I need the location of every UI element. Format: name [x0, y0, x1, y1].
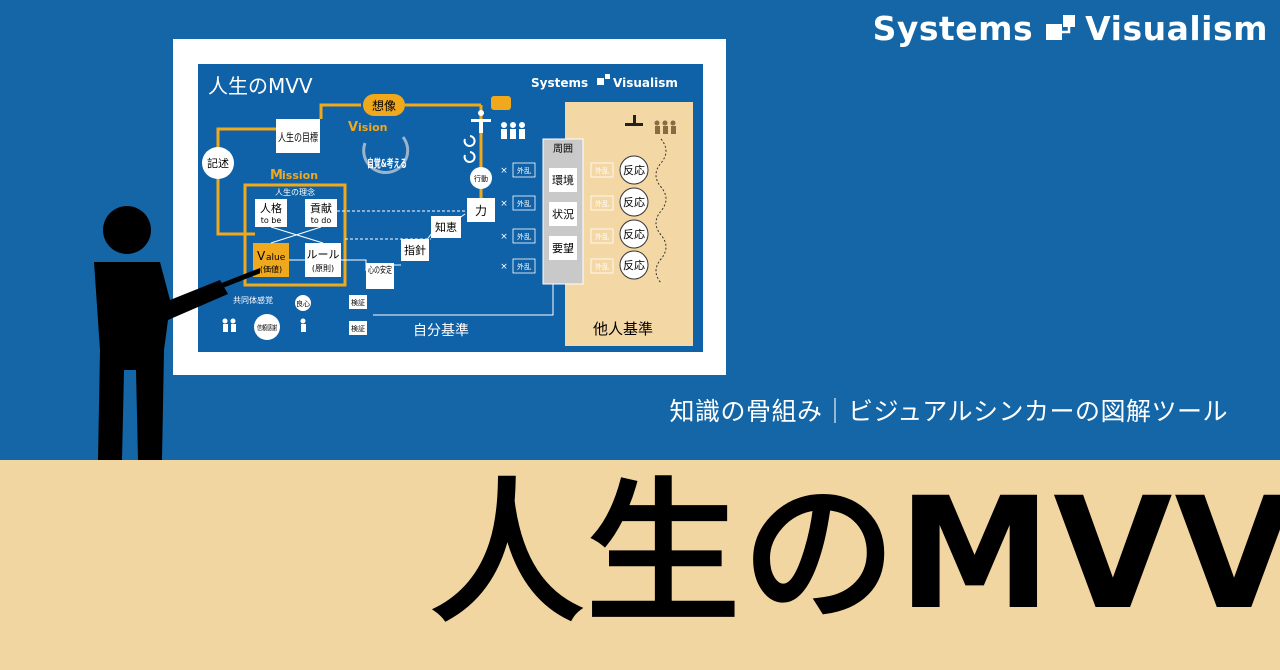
shishin-label: 指針: [404, 243, 426, 257]
chikara-label: 力: [475, 204, 487, 218]
svg-text:外乱: 外乱: [517, 199, 531, 208]
youbou-box: [549, 236, 577, 260]
x-marks: × × × ×: [500, 166, 508, 272]
mvv-diagram: 人生のMVV Systems Visualism 他人基準 想像 V ision…: [198, 64, 703, 352]
kouken-box: [305, 199, 337, 227]
diagram-brand-logo-icon: [597, 74, 610, 85]
cycle-icon: [463, 135, 476, 163]
life-goal-box: [276, 119, 320, 153]
people-group-icon: [501, 122, 525, 139]
kenshou-box-1: [349, 295, 367, 309]
jikaku-label: 自覚&考える: [367, 156, 407, 170]
svg-text:外乱: 外乱: [517, 232, 531, 241]
diagram-brand-left: Systems: [531, 76, 588, 90]
subtitle: 知識の骨組み｜ビジュアルシンカーの図解ツール: [669, 397, 1228, 426]
shishin-box: [401, 239, 429, 261]
svg-text:×: ×: [500, 199, 508, 209]
kenshou-label-1: 検証: [351, 298, 365, 307]
shuui-label: 周囲: [553, 143, 573, 155]
gensoku-label: (原則): [312, 264, 334, 273]
figure-right-icon: [625, 115, 643, 126]
wave-line: [655, 138, 667, 284]
svg-text:×: ×: [500, 262, 508, 272]
to-do-label: to do: [311, 216, 332, 225]
brand-text-left: Systems: [872, 8, 1034, 48]
svg-text:反応: 反応: [623, 227, 645, 241]
life-goal-label: 人生の目標: [278, 130, 318, 144]
rule-box: [305, 243, 341, 277]
svg-text:×: ×: [500, 232, 508, 242]
presenter-silhouette-icon: [94, 206, 260, 460]
kankyou-box: [549, 168, 577, 192]
svg-text:×: ×: [500, 166, 508, 176]
kouken-label: 貢献: [310, 201, 332, 215]
koudou-circle: [470, 167, 492, 189]
title-panel: [0, 460, 1280, 670]
gairan-right-group: 外乱 外乱 外乱 外乱: [590, 162, 614, 274]
diagram-title: 人生のMVV: [208, 74, 313, 98]
kokoro-box: [366, 263, 394, 289]
mission-label: ission: [282, 169, 318, 182]
svg-text:反応: 反応: [623, 195, 645, 209]
svg-text:外乱: 外乱: [595, 166, 609, 175]
kenshou-label-2: 検証: [351, 324, 365, 333]
svg-text:反応: 反応: [623, 163, 645, 177]
speech-bubble-icon: [491, 96, 511, 110]
kyoudou-label: 共同体感覚: [233, 295, 273, 305]
mission-frame: [243, 183, 347, 287]
diagram-board: 人生のMVV Systems Visualism 他人基準 想像 V ision…: [173, 39, 726, 375]
brand-text-right: Visualism: [1085, 8, 1268, 48]
crowd-icon: [654, 120, 676, 134]
jinkaku-box: [255, 199, 287, 227]
mission-letter: M: [270, 168, 283, 183]
vision-letter: V: [348, 120, 358, 135]
chie-box: [431, 216, 461, 238]
diagram-brand-right: Visualism: [613, 76, 678, 90]
gairan-left-group: 外乱 外乱 外乱 外乱: [512, 162, 536, 274]
joukyou-box: [549, 202, 577, 226]
person-small-icon: [300, 318, 306, 332]
svg-text:外乱: 外乱: [595, 232, 609, 241]
kenshou-box-2: [349, 321, 367, 335]
jibun-label: 自分基準: [413, 322, 469, 339]
to-be-label: to be: [261, 216, 282, 225]
kijutsu-label: 記述: [207, 156, 229, 170]
joukyou-label: 状況: [552, 207, 574, 221]
systems-visualism-logo-icon: [1046, 15, 1076, 40]
jinkaku-label: 人格: [260, 201, 282, 215]
value-label: alue: [266, 253, 286, 263]
brand-logo: Systems Visualism: [873, 8, 1268, 48]
vision-label: ision: [358, 121, 387, 134]
ryoushin-circle: [295, 295, 311, 311]
people-small-icon: [222, 318, 236, 332]
chie-label: 知恵: [435, 220, 457, 234]
souzou-badge: [363, 94, 405, 116]
svg-text:反応: 反応: [623, 258, 645, 272]
value-letter: V: [257, 249, 266, 263]
rule-label: ルール: [307, 248, 340, 261]
shinrai-circle: [254, 314, 280, 340]
hannou-circles: 反応 反応 反応 反応: [619, 155, 649, 280]
tanin-label: 他人基準: [593, 320, 653, 338]
svg-text:外乱: 外乱: [517, 166, 531, 175]
svg-text:外乱: 外乱: [595, 199, 609, 208]
figure-icon: [471, 110, 491, 133]
value-sub-label: (価値): [260, 264, 282, 274]
youbou-label: 要望: [552, 242, 574, 255]
jikaku-loop-icon: [362, 136, 410, 175]
ryoushin-label: 良心: [296, 299, 310, 308]
koudou-label: 行動: [474, 174, 488, 183]
svg-text:外乱: 外乱: [595, 262, 609, 271]
chikara-box: [467, 198, 495, 222]
souzou-label: 想像: [372, 98, 396, 113]
kokoro-label: 心の安定: [368, 264, 392, 276]
svg-text:外乱: 外乱: [517, 262, 531, 271]
shinrai-label: 信頼感謝: [257, 323, 277, 332]
page-title: 人生のMVV: [430, 465, 1280, 644]
life-ideal-label: 人生の理念: [275, 187, 315, 197]
kijutsu-circle: [202, 147, 234, 179]
kankyou-label: 環境: [552, 173, 574, 187]
jibun-line: [373, 281, 554, 316]
mission-cross-lines: [270, 226, 324, 261]
